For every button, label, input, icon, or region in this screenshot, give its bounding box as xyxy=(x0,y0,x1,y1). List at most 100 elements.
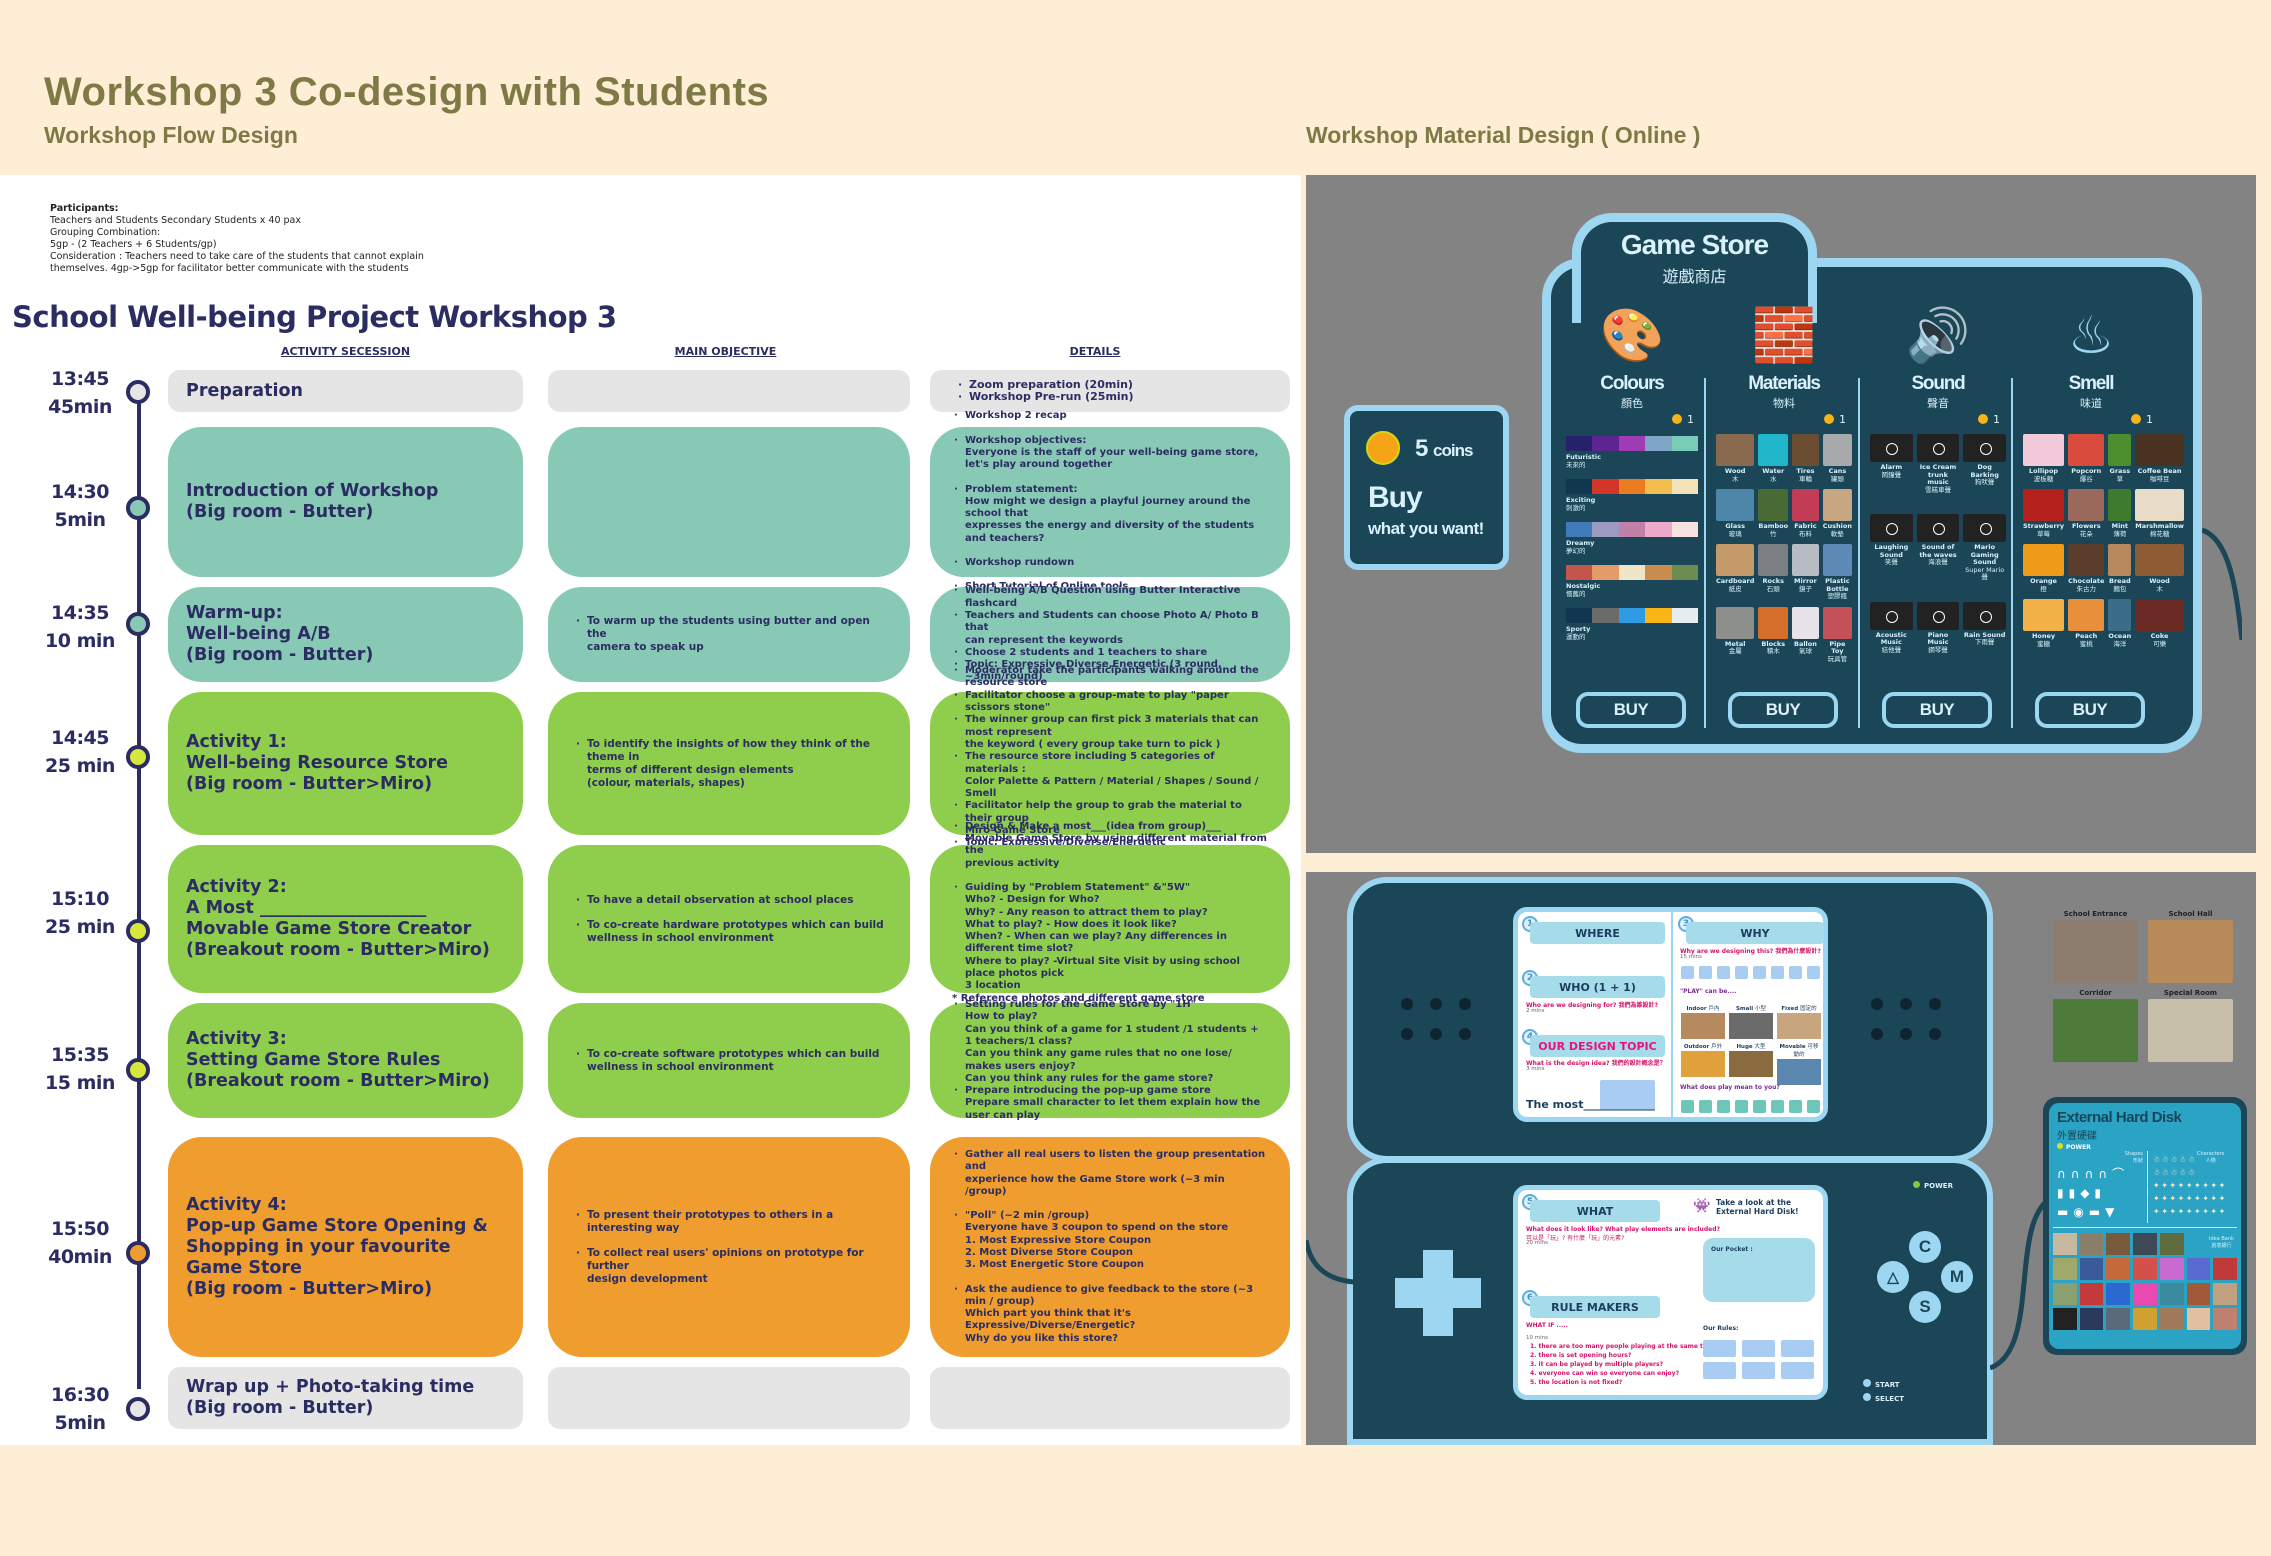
school-place-photo[interactable]: School Entrance xyxy=(2053,910,2138,983)
color-palette[interactable] xyxy=(1566,608,1699,623)
idea-bank-image[interactable] xyxy=(2213,1233,2237,1255)
idea-bank-image[interactable] xyxy=(2053,1233,2077,1255)
idea-bank-image[interactable] xyxy=(2213,1283,2237,1305)
sticky-note[interactable] xyxy=(1681,966,1694,979)
sticky-note[interactable] xyxy=(1735,1100,1748,1113)
idea-bank-image[interactable] xyxy=(2079,1283,2104,1305)
shapes-library[interactable]: ∩∩∩∩⌒▮▮◆▮▬◉▬▼ xyxy=(2057,1167,2130,1219)
idea-bank-image[interactable] xyxy=(2053,1258,2077,1280)
sticky-note[interactable] xyxy=(1807,1100,1820,1113)
start-button[interactable]: START xyxy=(1863,1379,1900,1389)
buy-button[interactable]: BUY xyxy=(1728,692,1838,728)
idea-bank-image[interactable] xyxy=(2159,1308,2184,1330)
characters-library[interactable]: ☃☃☃☃☃☃☃☃☃☃✦✦✦✦✦✦✦✦✦✦✦✦✦✦✦✦✦✦✦✦✦✦✦✦✦✦✦ xyxy=(2153,1155,2227,1216)
idea-bank-image[interactable] xyxy=(2133,1283,2157,1305)
sticky-note[interactable] xyxy=(1742,1340,1775,1357)
buy-button[interactable]: BUY xyxy=(2035,692,2145,728)
school-place-photo[interactable]: Special Room xyxy=(2148,989,2233,1062)
sticky-note[interactable] xyxy=(1771,1100,1784,1113)
sticky-note[interactable] xyxy=(1771,966,1784,979)
sticky-note[interactable] xyxy=(1753,1100,1766,1113)
button-c[interactable]: C xyxy=(1909,1231,1941,1263)
sticky-note[interactable] xyxy=(1699,1100,1712,1113)
buy-button[interactable]: BUY xyxy=(1882,692,1992,728)
color-palette[interactable] xyxy=(1566,522,1699,537)
idea-bank-image[interactable] xyxy=(2106,1308,2131,1330)
idea-bank-image[interactable] xyxy=(2186,1308,2211,1330)
sticky-note[interactable] xyxy=(1735,966,1748,979)
idea-bank-image[interactable] xyxy=(2187,1233,2211,1255)
color-palette[interactable] xyxy=(1566,479,1699,494)
idea-bank-image[interactable] xyxy=(2159,1258,2184,1280)
idea-bank-image[interactable] xyxy=(2053,1308,2077,1330)
sticky-note[interactable] xyxy=(1699,966,1712,979)
pocket-box[interactable]: Our Pocket : xyxy=(1703,1238,1815,1302)
idea-bank-image[interactable] xyxy=(2133,1308,2157,1330)
school-place-photo[interactable]: Corridor xyxy=(2053,989,2138,1062)
idea-bank-image[interactable] xyxy=(2186,1283,2211,1305)
color-palette[interactable] xyxy=(1566,436,1699,451)
sticky-note[interactable] xyxy=(1742,1362,1775,1379)
idea-bank-image[interactable] xyxy=(2079,1233,2104,1255)
school-place-photo[interactable]: School Hall xyxy=(2148,910,2233,983)
idea-bank-image[interactable] xyxy=(2079,1258,2104,1280)
sticky-note[interactable] xyxy=(1807,966,1820,979)
idea-bank-image[interactable] xyxy=(2133,1258,2157,1280)
idea-bank-image[interactable] xyxy=(2213,1258,2237,1280)
color-palette[interactable] xyxy=(1566,565,1699,580)
sticky-note[interactable] xyxy=(1789,1100,1802,1113)
idea-bank-image[interactable] xyxy=(2213,1308,2237,1330)
sticky-note[interactable] xyxy=(1781,1340,1814,1357)
sticky-note[interactable] xyxy=(1703,1362,1736,1379)
idea-bank-image[interactable] xyxy=(2186,1258,2211,1280)
idea-bank-image[interactable] xyxy=(2159,1283,2184,1305)
idea-bank-image[interactable] xyxy=(2106,1233,2131,1255)
sticky-note[interactable] xyxy=(1681,1100,1694,1113)
sticky-note[interactable] xyxy=(1789,966,1802,979)
select-button[interactable]: SELECT xyxy=(1863,1393,1904,1403)
buy-button[interactable]: BUY xyxy=(1576,692,1686,728)
triangle-button-icon[interactable]: △ xyxy=(1877,1261,1909,1293)
sticky-note[interactable] xyxy=(1600,1080,1655,1110)
dpad-icon[interactable] xyxy=(1395,1250,1481,1336)
sticky-note[interactable] xyxy=(1717,966,1730,979)
button-s[interactable]: S xyxy=(1909,1291,1941,1323)
idea-bank-image[interactable] xyxy=(2159,1233,2184,1255)
